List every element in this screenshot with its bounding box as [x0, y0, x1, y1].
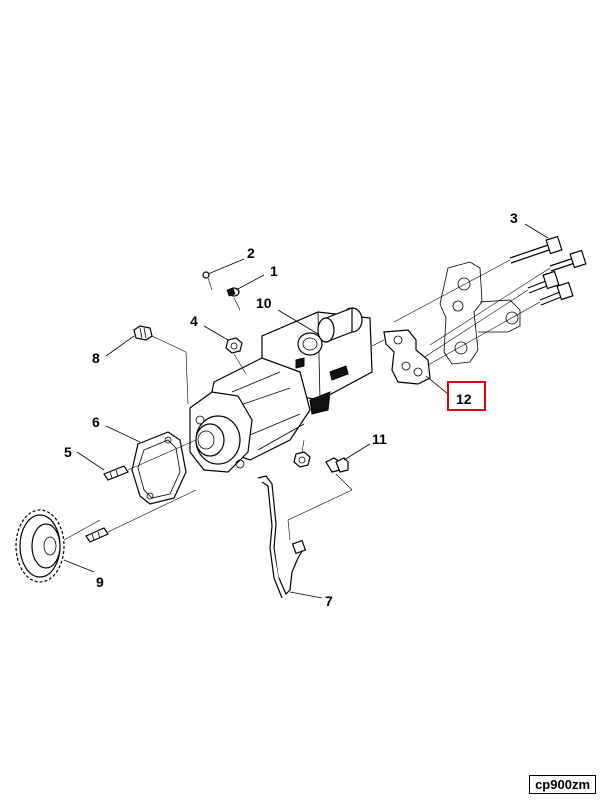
callout-8: 8: [92, 350, 100, 366]
highlighted-callout-box[interactable]: [447, 381, 486, 411]
elbow-fitting: [325, 457, 349, 473]
fuel-pump-body: [189, 307, 373, 473]
callout-6: 6: [92, 414, 100, 430]
bolt-1: [509, 235, 563, 264]
bolt-4: [539, 281, 574, 306]
callout-labels: 1 2 3 4 5 6 7 8 9 10 11 12: [64, 210, 518, 609]
stud-lower: [85, 527, 109, 543]
nut-lower: [293, 451, 311, 468]
callout-11: 11: [372, 431, 387, 447]
bolt-3: [527, 270, 560, 294]
leader-lines: [63, 223, 549, 599]
bolt-set: [509, 235, 587, 306]
small-bracket: [383, 329, 431, 385]
drive-gear: [15, 509, 65, 583]
figure-code-label: cp900zm: [529, 775, 596, 794]
stud-upper: [103, 465, 129, 481]
callout-12: 12: [456, 391, 472, 407]
callout-5: 5: [64, 444, 72, 460]
callout-2: 2: [247, 245, 255, 261]
o-ring: [202, 271, 210, 279]
callout-1: 1: [270, 263, 278, 279]
mounting-bracket: [439, 261, 521, 365]
bolt-2: [549, 249, 587, 272]
callout-4: 4: [190, 313, 198, 329]
fuel-line: [257, 475, 307, 599]
callout-10: 10: [256, 295, 272, 311]
callout-3: 3: [510, 210, 518, 226]
callout-7: 7: [325, 593, 333, 609]
gasket: [131, 431, 187, 505]
callout-9: 9: [96, 574, 104, 590]
alignment-lines-parts: [63, 277, 385, 541]
nut-upper: [225, 337, 243, 354]
stud-fitting: [133, 325, 153, 341]
